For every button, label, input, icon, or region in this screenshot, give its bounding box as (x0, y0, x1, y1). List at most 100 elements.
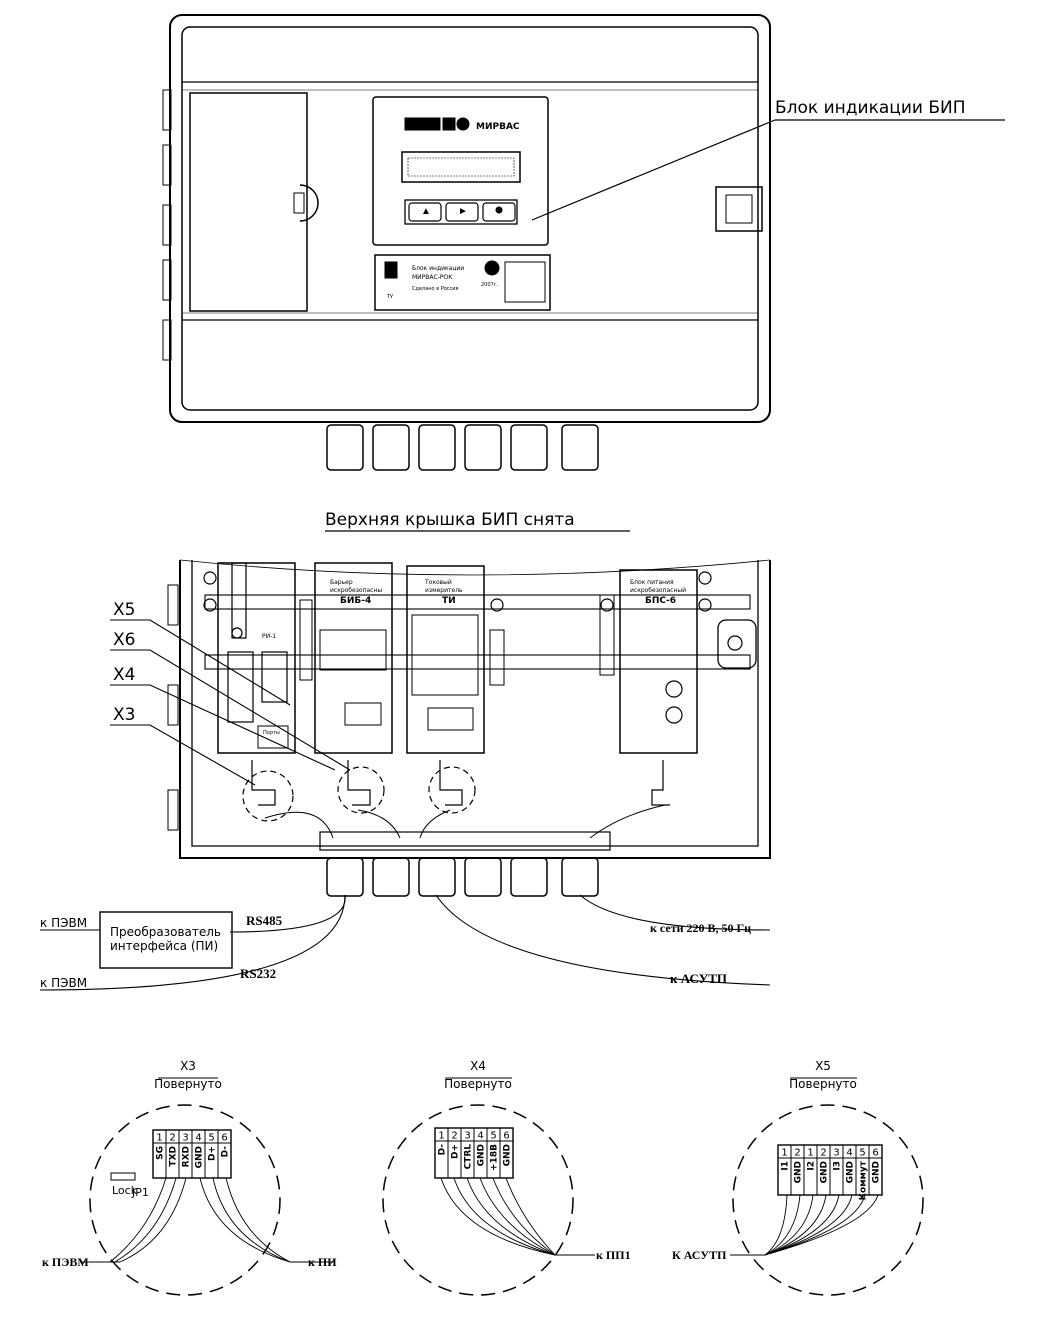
module2-code: БИБ-4 (340, 596, 371, 606)
signal-label: SG (156, 1146, 166, 1160)
signal-label: D+ (451, 1144, 461, 1159)
pin-number: 6 (872, 1148, 878, 1159)
signal-label: I3 (833, 1161, 843, 1171)
pin-number: 3 (182, 1133, 188, 1144)
signal-label: RXD (182, 1146, 192, 1167)
pin-number: 1 (156, 1133, 162, 1144)
x3-title: X3 (180, 1059, 196, 1073)
flip-cover (189, 92, 308, 312)
plate-line2: МИРВАС-РОК (412, 274, 453, 281)
pin-number: 2 (820, 1148, 826, 1159)
display-unit (372, 96, 549, 246)
callout-x3: X3 (113, 705, 135, 725)
converter-box (99, 911, 233, 969)
signal-label: GND (477, 1144, 487, 1166)
label-asutp: к АСУТП (670, 971, 727, 986)
signal-label: Коммут (859, 1160, 869, 1200)
signal-label: D+ (208, 1146, 218, 1161)
pin-number: 1 (781, 1148, 787, 1159)
highlight-x4 (428, 766, 476, 814)
display-label: Блок индикации БИП (775, 98, 966, 118)
highlight-x6 (337, 766, 385, 814)
module4-title-b: искробезопасный (630, 587, 686, 594)
open-enclosure (39, 559, 771, 991)
label-rs485: RS485 (246, 913, 283, 928)
detail-shapes (80, 1077, 924, 1296)
latch (715, 186, 763, 232)
signal-label: +18В (490, 1144, 500, 1171)
nameplate (374, 254, 551, 311)
middle-text: X5 X6 X4 X3 Барьер искробезопасны БИБ-4 … (40, 579, 751, 990)
pin-number: 2 (794, 1148, 800, 1159)
key-up[interactable] (408, 202, 442, 222)
label-pc-rs485: к ПЭВМ (40, 916, 87, 930)
pin-number: 4 (846, 1148, 852, 1159)
callout-x4: X4 (113, 665, 135, 685)
pin-number: 2 (169, 1133, 175, 1144)
plate-line3: Сделано в Россия (412, 286, 459, 292)
signal-label: GND (872, 1161, 882, 1183)
detail-circle-x5 (732, 1104, 924, 1296)
label-pc-rs232: к ПЭВМ (40, 976, 87, 990)
plate-line4: ТУ (386, 294, 393, 300)
pin-number: 5 (208, 1133, 214, 1144)
key-enter[interactable] (482, 202, 516, 222)
mid-glands (326, 857, 599, 897)
module-current-meter (406, 565, 485, 754)
terminal-blocks: 1SG2TXD3RXD4GND5D+6D-1D-2D+3CTRL4GND5+18… (152, 1127, 883, 1200)
signal-label: I1 (781, 1161, 791, 1171)
lcd-window (401, 151, 521, 183)
module-barrier (314, 562, 393, 754)
enclosure-outer (169, 14, 771, 423)
signal-label: TXD (169, 1146, 179, 1167)
plate-year: 2007г. (481, 282, 498, 288)
detail-text: X3 Повернуто X4 Повернуто X5 Повернуто L… (42, 1059, 857, 1269)
pin-number: 1 (807, 1148, 813, 1159)
pin-number: 6 (503, 1131, 509, 1142)
signal-label: CTRL (464, 1144, 474, 1170)
x5-title: X5 (815, 1059, 831, 1073)
pin-number: 3 (833, 1148, 839, 1159)
module2-title-a: Барьер (330, 579, 353, 586)
x4-subtitle: Повернуто (444, 1077, 512, 1091)
signal-label: GND (794, 1161, 804, 1183)
module1-tag: РИ-1 (262, 633, 276, 640)
arrow-right-icon: ► (458, 206, 468, 217)
pin-number: 6 (221, 1133, 227, 1144)
detail-circle-x3 (89, 1104, 281, 1296)
pin-number: 2 (451, 1131, 457, 1142)
x5-left-label: К АСУТП (672, 1248, 727, 1262)
signal-label: GND (503, 1144, 513, 1166)
converter-line2: интерфейса (ПИ) (110, 939, 218, 953)
pin-number: 4 (477, 1131, 483, 1142)
signal-label: I2 (807, 1161, 817, 1171)
converter-line1: Преобразователь (110, 925, 221, 939)
x3-right-label: к ПИ (308, 1255, 337, 1269)
label-rs232: RS232 (240, 966, 276, 981)
signal-label: GND (846, 1161, 856, 1183)
enclosure-inner (181, 26, 759, 411)
x3-subtitle: Повернуто (154, 1077, 222, 1091)
signal-label: D- (438, 1144, 448, 1156)
module-power (619, 569, 698, 754)
pin-number: 1 (438, 1131, 444, 1142)
key-right[interactable] (445, 202, 479, 222)
dot-icon (495, 206, 503, 214)
x4-right-label: к ПП1 (596, 1248, 631, 1262)
module2-title-b: искробезопасны (330, 587, 382, 594)
x5-subtitle: Повернуто (789, 1077, 857, 1091)
signal-label: D- (221, 1146, 231, 1158)
module-interface (217, 562, 296, 754)
label-mains: к сети 220 В, 50 Гц (650, 921, 751, 935)
brand-label: МИРВАС (476, 122, 520, 132)
module4-code: БПС-6 (645, 596, 676, 606)
jumper-label: JP1 (131, 1186, 149, 1199)
lock-label: Lock (112, 1184, 138, 1197)
callout-x6: X6 (113, 630, 135, 650)
highlight-x3 (242, 770, 294, 822)
signal-label: GND (820, 1161, 830, 1183)
